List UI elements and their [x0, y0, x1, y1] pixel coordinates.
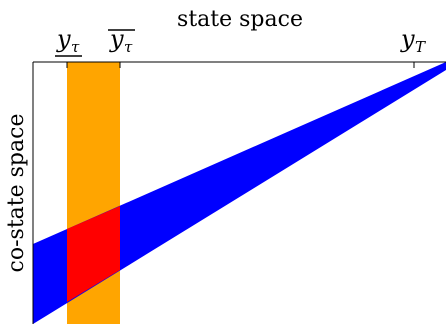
svg-text:T: T — [415, 38, 426, 56]
y-axis-label: co-state space — [4, 114, 29, 273]
intersection-region — [67, 206, 120, 302]
band-region — [33, 62, 446, 324]
svg-text:τ: τ — [124, 38, 133, 56]
svg-text:y: y — [56, 25, 71, 53]
label-y-tau-upper: y τ — [108, 25, 135, 56]
label-y-T: y T — [400, 25, 426, 56]
diagram-title: state space — [177, 7, 303, 32]
svg-text:y: y — [400, 25, 415, 53]
svg-text:y: y — [109, 25, 124, 53]
label-y-tau-lower: y τ — [55, 25, 82, 57]
svg-text:τ: τ — [71, 38, 80, 56]
